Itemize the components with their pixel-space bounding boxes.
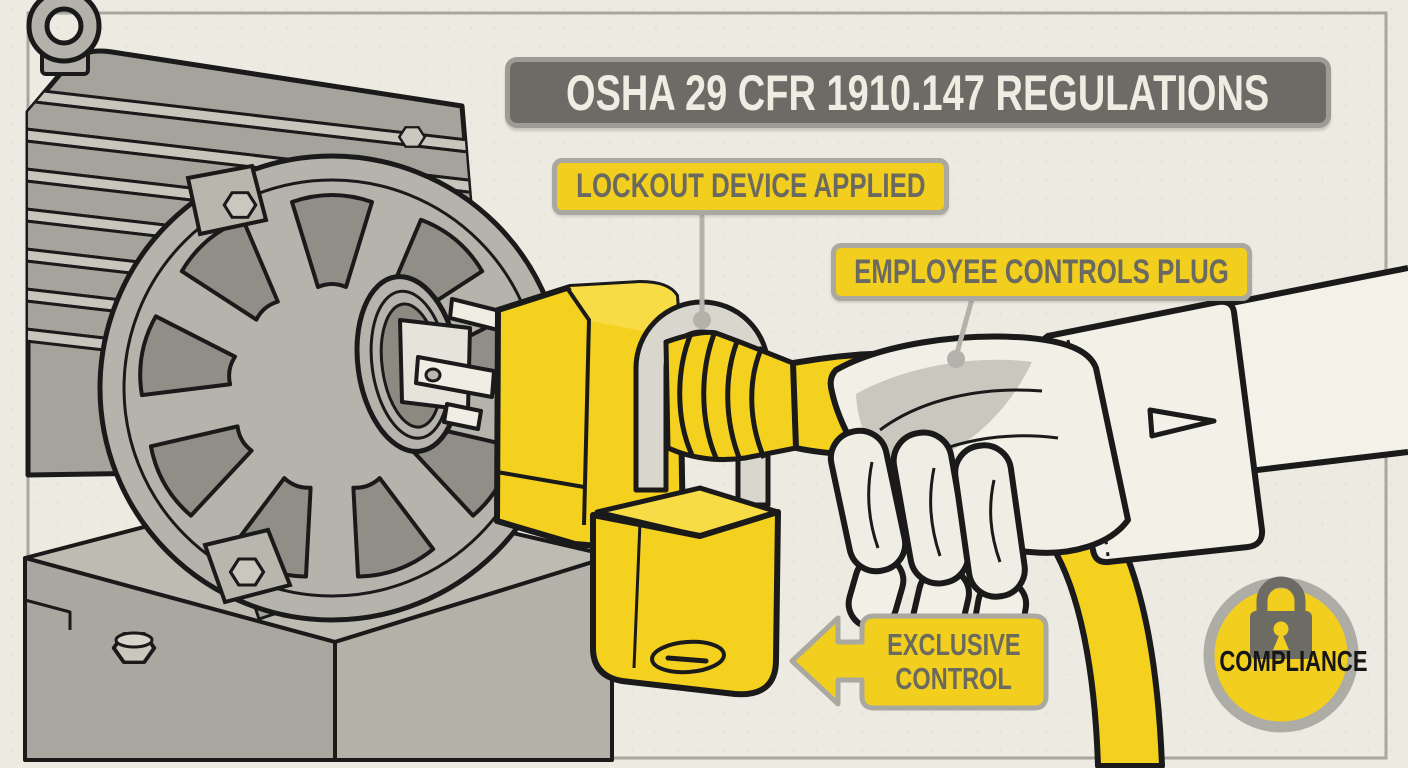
exclusive-line1: EXCLUSIVE [887, 627, 1021, 662]
plug-prongs [398, 297, 506, 431]
pedestal-bolt [114, 631, 155, 662]
lifting-eye [26, 0, 102, 76]
exclusive-line2: CONTROL [895, 661, 1013, 696]
employee-leader-line [954, 298, 975, 354]
exclusive-control-arrow [789, 613, 1049, 711]
title-text: OSHA 29 CFR 1910.147 REGULATIONS [566, 64, 1270, 121]
cord-collar [663, 329, 799, 463]
title-banner: OSHA 29 CFR 1910.147 REGULATIONS [505, 57, 1331, 128]
label-employee-controls: EMPLOYEE CONTROLS PLUG [831, 243, 1252, 301]
lockout-leader-dot [693, 311, 711, 329]
label-exclusive-control: EXCLUSIVE CONTROL [862, 616, 1046, 708]
padlock-icon [1250, 576, 1312, 659]
compliance-text: COMPLIANCE [1219, 646, 1368, 678]
callout-lines [693, 213, 975, 368]
cuff-point [1147, 407, 1217, 439]
compliance-badge [1203, 576, 1359, 733]
employee-label-text: EMPLOYEE CONTROLS PLUG [854, 252, 1229, 291]
rim-clamps [185, 125, 427, 605]
compliance-badge-label: COMPLIANCE [1196, 646, 1368, 679]
padlock [590, 485, 781, 698]
label-lockout-device: LOCKOUT DEVICE APPLIED [552, 158, 949, 215]
gloved-hand [827, 265, 1408, 655]
lockout-label-text: LOCKOUT DEVICE APPLIED [575, 167, 926, 205]
employee-leader-dot [947, 350, 965, 368]
